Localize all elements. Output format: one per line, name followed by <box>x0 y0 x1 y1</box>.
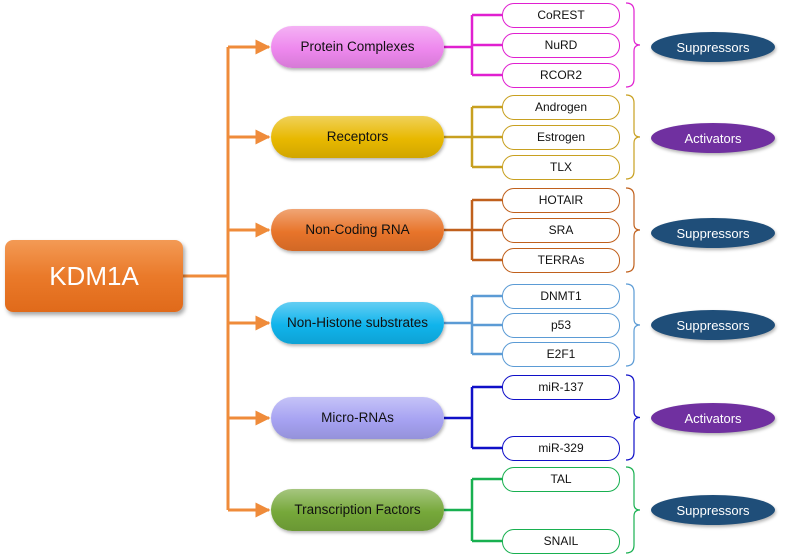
category-label: Receptors <box>326 128 389 144</box>
category-label: Non-Coding RNA <box>305 221 410 237</box>
leaf-label: SNAIL <box>543 534 579 548</box>
category-label: Transcription Factors <box>294 501 421 517</box>
effect-label: Activators <box>684 410 742 426</box>
leaf-node: DNMT1 <box>502 283 620 309</box>
curly-bracket <box>625 466 641 554</box>
leaf-label: Estrogen <box>536 130 586 144</box>
root-label: KDM1A <box>49 260 139 291</box>
leaf-node: miR-329 <box>502 435 620 461</box>
leaf-label: SRA <box>548 223 574 237</box>
category-node: Receptors <box>271 116 444 158</box>
leaf-label: p53 <box>550 318 572 332</box>
leaf-label: RCOR2 <box>539 68 582 82</box>
leaf-node: Estrogen <box>502 124 620 150</box>
effect-label: Suppressors <box>676 225 750 241</box>
curly-bracket <box>625 2 641 88</box>
leaf-label: TERRAs <box>537 253 585 267</box>
leaf-node: p53 <box>502 312 620 338</box>
leaf-label: miR-137 <box>538 380 584 394</box>
leaf-label: E2F1 <box>546 347 576 361</box>
leaf-node: Androgen <box>502 94 620 120</box>
category-node: Transcription Factors <box>271 489 444 531</box>
effect-badge: Suppressors <box>651 32 775 62</box>
leaf-node: RCOR2 <box>502 62 620 88</box>
leaf-label: Androgen <box>534 100 588 114</box>
effect-badge: Activators <box>651 403 775 433</box>
leaf-node: TLX <box>502 154 620 180</box>
leaf-label: TAL <box>550 472 572 486</box>
effect-label: Suppressors <box>676 317 750 333</box>
leaf-node: SRA <box>502 217 620 243</box>
effect-badge: Suppressors <box>651 218 775 248</box>
leaf-label: TLX <box>549 160 572 174</box>
category-node: Non-Histone substrates <box>271 302 444 344</box>
leaf-node: HOTAIR <box>502 187 620 213</box>
effect-label: Suppressors <box>676 502 750 518</box>
curly-bracket <box>625 283 641 367</box>
category-label: Protein Complexes <box>300 38 415 54</box>
category-node: Micro-RNAs <box>271 397 444 439</box>
leaf-node: E2F1 <box>502 341 620 367</box>
root-node: KDM1A <box>5 240 183 312</box>
effect-label: Suppressors <box>676 39 750 55</box>
leaf-label: miR-329 <box>538 441 584 455</box>
effect-badge: Activators <box>651 123 775 153</box>
leaf-label: CoREST <box>537 8 585 22</box>
category-node: Protein Complexes <box>271 26 444 68</box>
leaf-label: DNMT1 <box>540 289 582 303</box>
curly-bracket <box>625 94 641 180</box>
leaf-label: HOTAIR <box>538 193 584 207</box>
category-label: Micro-RNAs <box>321 409 394 425</box>
curly-bracket <box>625 374 641 461</box>
leaf-node: CoREST <box>502 2 620 28</box>
leaf-node: SNAIL <box>502 528 620 554</box>
leaf-node: TAL <box>502 466 620 492</box>
leaf-node: NuRD <box>502 32 620 58</box>
curly-bracket <box>625 187 641 273</box>
leaf-label: NuRD <box>544 38 578 52</box>
effect-badge: Suppressors <box>651 495 775 525</box>
effect-badge: Suppressors <box>651 310 775 340</box>
leaf-node: miR-137 <box>502 374 620 400</box>
leaf-node: TERRAs <box>502 247 620 273</box>
category-node: Non-Coding RNA <box>271 209 444 251</box>
category-label: Non-Histone substrates <box>286 314 429 330</box>
effect-label: Activators <box>684 130 742 146</box>
